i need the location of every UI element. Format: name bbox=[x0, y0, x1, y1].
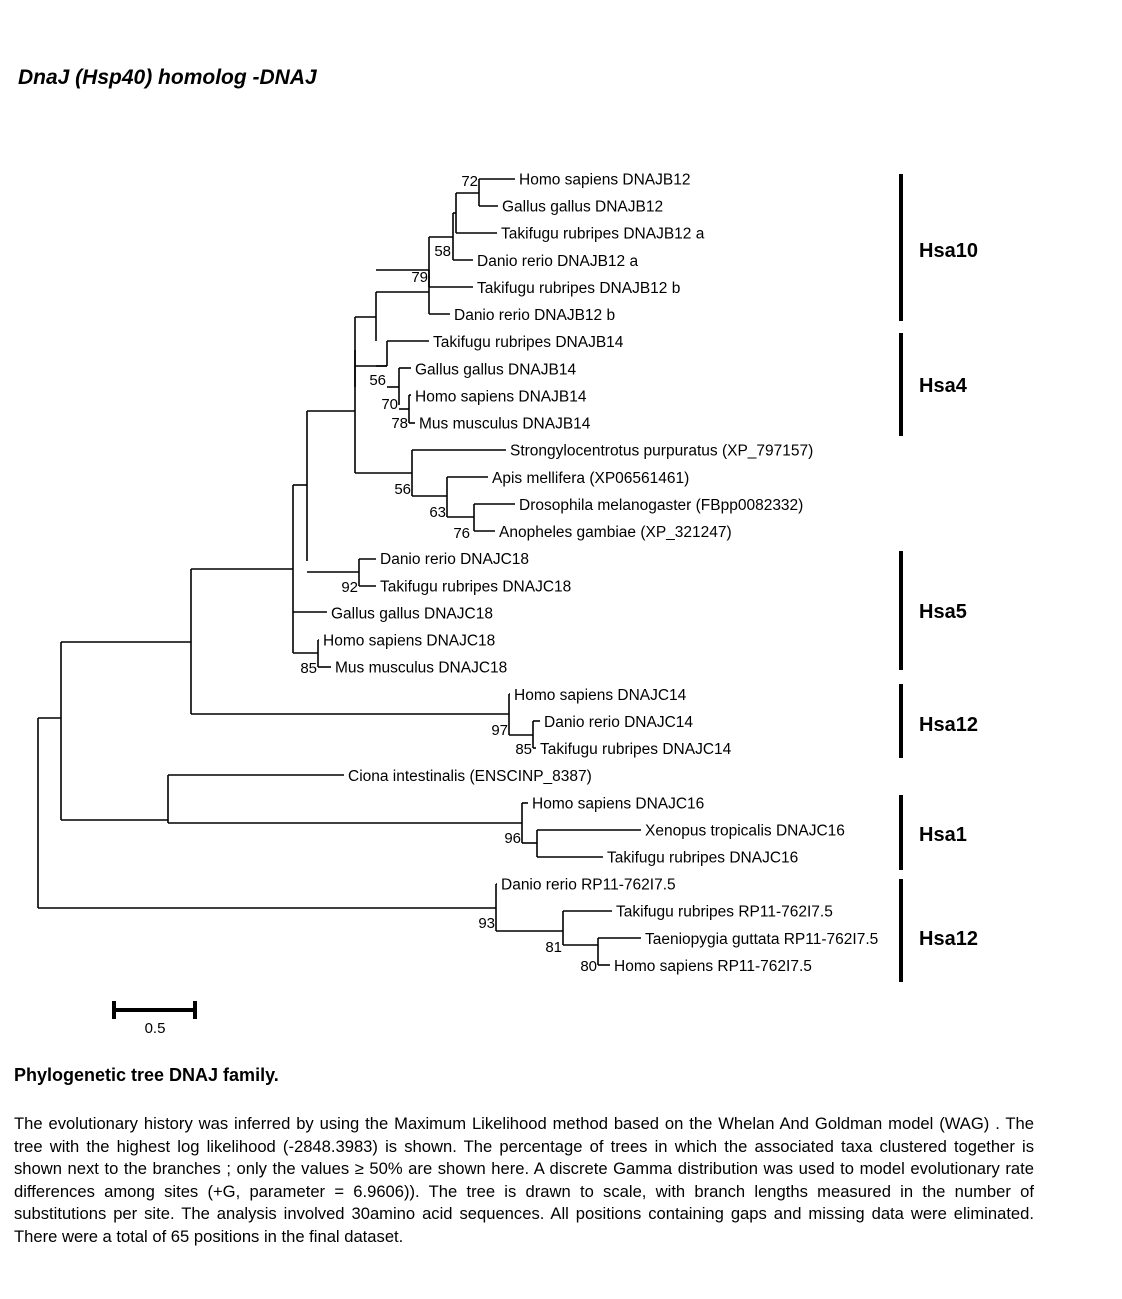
bootstrap-label: 93 bbox=[478, 915, 495, 932]
scale-bar-label: 0.5 bbox=[145, 1020, 166, 1037]
bootstrap-label: 76 bbox=[453, 525, 470, 542]
clade-label: Hsa1 bbox=[919, 824, 967, 846]
bootstrap-label: 72 bbox=[461, 173, 478, 190]
taxon-label: Danio rerio RP11-762I7.5 bbox=[501, 877, 676, 894]
taxon-label: Xenopus tropicalis DNAJC16 bbox=[645, 822, 845, 839]
tree-branches bbox=[37, 178, 641, 966]
taxon-label: Strongylocentrotus purpuratus (XP_797157… bbox=[510, 443, 813, 460]
taxon-label: Takifugu rubripes DNAJB12 a bbox=[501, 226, 705, 243]
clade-label: Hsa5 bbox=[919, 601, 967, 623]
bootstrap-label: 78 bbox=[391, 415, 408, 432]
clade-label: Hsa12 bbox=[919, 928, 978, 950]
taxon-label: Taeniopygia guttata RP11-762I7.5 bbox=[645, 931, 878, 948]
bootstrap-label: 80 bbox=[580, 958, 597, 975]
taxon-label: Homo sapiens DNAJC18 bbox=[323, 633, 495, 650]
bootstrap-label: 85 bbox=[515, 741, 532, 758]
scale-bar: 0.5 bbox=[112, 1001, 197, 1037]
taxon-label: Danio rerio DNAJC18 bbox=[380, 551, 529, 568]
clade-label: Hsa4 bbox=[919, 375, 968, 397]
clade-label: Hsa12 bbox=[919, 714, 978, 736]
taxon-label: Mus musculus DNAJB14 bbox=[419, 416, 591, 433]
bootstrap-label: 56 bbox=[369, 372, 386, 389]
bootstrap-label: 85 bbox=[300, 660, 317, 677]
taxon-label: Homo sapiens RP11-762I7.5 bbox=[614, 958, 812, 975]
bootstrap-label: 97 bbox=[491, 722, 508, 739]
bootstrap-label: 81 bbox=[545, 939, 562, 956]
caption-heading: Phylogenetic tree DNAJ family. bbox=[14, 1065, 279, 1085]
taxon-label: Homo sapiens DNAJB14 bbox=[415, 388, 587, 405]
taxon-label: Mus musculus DNAJC18 bbox=[335, 660, 507, 677]
taxon-label: Apis mellifera (XP06561461) bbox=[492, 470, 689, 487]
bootstrap-label: 92 bbox=[341, 579, 358, 596]
taxon-label: Takifugu rubripes RP11-762I7.5 bbox=[616, 904, 833, 921]
bootstrap-label: 70 bbox=[381, 396, 398, 413]
taxon-label: Takifugu rubripes DNAJC16 bbox=[607, 850, 798, 867]
bootstrap-values: 72 58 79 56 70 78 56 63 76 92 85 97 85 96 93 81 80 bbox=[300, 173, 597, 975]
taxon-label: Takifugu rubripes DNAJB12 b bbox=[477, 280, 680, 297]
bootstrap-label: 63 bbox=[429, 504, 446, 521]
taxon-label: Ciona intestinalis (ENSCINP_8387) bbox=[348, 768, 592, 785]
caption-body: The evolutionary history was inferred by… bbox=[14, 1114, 1034, 1246]
taxon-label: Danio rerio DNAJB12 a bbox=[477, 253, 638, 270]
taxon-label: Gallus gallus DNAJB14 bbox=[415, 361, 576, 378]
taxon-label: Drosophila melanogaster (FBpp0082332) bbox=[519, 497, 803, 514]
taxon-label: Danio rerio DNAJC14 bbox=[544, 714, 693, 731]
bootstrap-label: 56 bbox=[394, 481, 411, 498]
bootstrap-label: 79 bbox=[411, 269, 428, 286]
taxon-label: Takifugu rubripes DNAJC18 bbox=[380, 578, 571, 595]
taxon-label: Anopheles gambiae (XP_321247) bbox=[499, 524, 732, 541]
taxon-label: Takifugu rubripes DNAJC14 bbox=[540, 741, 732, 758]
taxon-label: Danio rerio DNAJB12 b bbox=[454, 307, 615, 324]
taxon-label: Homo sapiens DNAJB12 bbox=[519, 172, 690, 189]
taxon-label: Gallus gallus DNAJB12 bbox=[502, 199, 663, 216]
clade-label: Hsa10 bbox=[919, 240, 978, 262]
taxon-label: Homo sapiens DNAJC14 bbox=[514, 687, 687, 704]
figure-title: DnaJ (Hsp40) homolog -DNAJ bbox=[18, 66, 317, 89]
taxon-label: Takifugu rubripes DNAJB14 bbox=[433, 334, 624, 351]
taxon-label: Homo sapiens DNAJC16 bbox=[532, 795, 704, 812]
taxon-label: Gallus gallus DNAJC18 bbox=[331, 605, 493, 622]
bootstrap-label: 58 bbox=[434, 243, 451, 260]
bootstrap-label: 96 bbox=[504, 830, 521, 847]
